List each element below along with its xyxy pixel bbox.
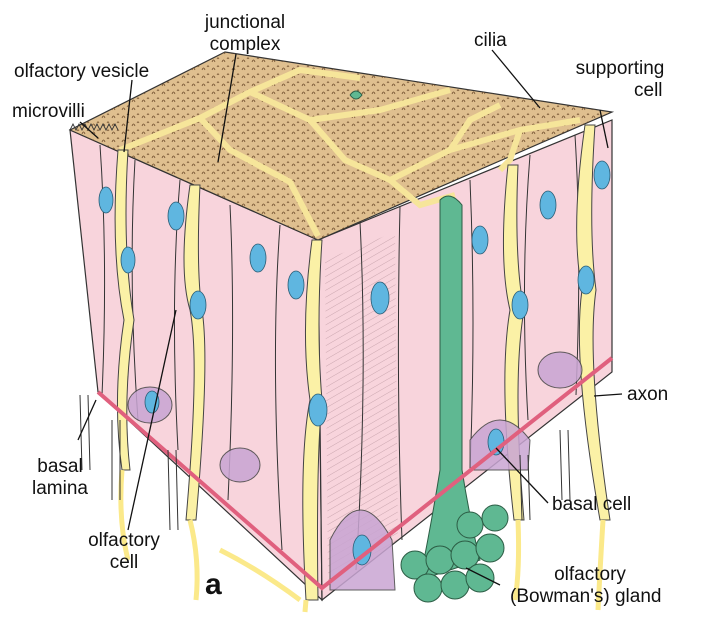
label-complex: complex [190,34,300,55]
label-lamina: lamina [20,478,100,499]
label-olfactory-vesicle: olfactory vesicle [14,61,149,82]
label-olfactory-cell: cell [76,552,172,573]
label-junctional: junctional [190,12,300,33]
label-supporting-cell: cell [634,80,663,101]
label-olfactory: olfactory [76,530,172,551]
label-cilia: cilia [474,30,507,51]
label-microvilli: microvilli [12,101,85,122]
label-basal-cell: basal cell [552,494,631,515]
label-gland-olfactory: olfactory [500,564,680,585]
label-supporting: supporting [560,58,680,79]
label-bowmans-gland: (Bowman's) gland [510,586,661,607]
panel-letter: a [205,568,222,602]
label-axon: axon [627,384,668,405]
label-basal: basal [20,456,100,477]
